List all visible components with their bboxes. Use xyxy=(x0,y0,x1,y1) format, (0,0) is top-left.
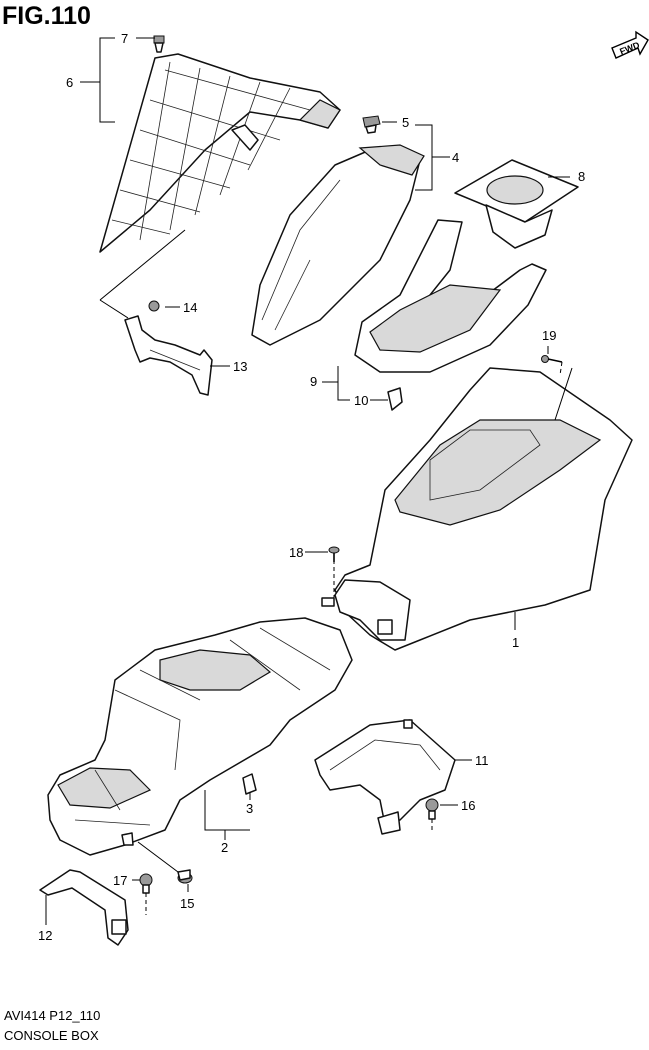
figure-code: AVI414 P12_110 xyxy=(4,1008,101,1023)
callout-16: 16 xyxy=(461,798,475,813)
callout-numbers: 1 2 3 4 5 6 7 8 9 10 11 12 13 14 15 16 1… xyxy=(38,31,585,943)
part-11-bracket xyxy=(314,719,456,835)
fwd-label: FWD xyxy=(618,40,641,57)
part-10-clip xyxy=(387,387,403,411)
callout-4: 4 xyxy=(452,150,459,165)
callout-17: 17 xyxy=(113,873,127,888)
part-13-bracket xyxy=(124,315,213,396)
part-19-screw xyxy=(541,355,563,363)
callout-7: 7 xyxy=(121,31,128,46)
part-1-console-body xyxy=(321,367,633,651)
callout-9: 9 xyxy=(310,374,317,389)
callout-6: 6 xyxy=(66,75,73,90)
callout-18: 18 xyxy=(289,545,303,560)
callout-5: 5 xyxy=(402,115,409,130)
part-5-clip xyxy=(362,115,381,134)
callout-1: 1 xyxy=(512,635,519,650)
fwd-arrow-icon: FWD xyxy=(611,30,649,59)
part-7-clip xyxy=(153,35,165,53)
part-8-cup-holder xyxy=(454,159,579,249)
part-18-clip xyxy=(328,546,340,562)
part-6-side-panel xyxy=(99,53,341,253)
part-3-clip xyxy=(242,773,257,795)
part-15-nut xyxy=(177,869,193,884)
callout-13: 13 xyxy=(233,359,247,374)
callout-2: 2 xyxy=(221,840,228,855)
part-9-bezel xyxy=(354,219,547,373)
part-2-rear-console xyxy=(47,617,353,856)
figure-title: FIG.110 xyxy=(2,2,91,30)
part-17-bolt xyxy=(139,873,153,894)
callout-11: 11 xyxy=(475,753,489,768)
part-16-bolt xyxy=(425,798,439,820)
callout-14: 14 xyxy=(183,300,197,315)
callout-10: 10 xyxy=(354,393,368,408)
part-14-nut xyxy=(148,300,160,312)
part-4-rear-trim xyxy=(251,144,425,346)
callout-8: 8 xyxy=(578,169,585,184)
callout-19: 19 xyxy=(542,328,556,343)
callout-15: 15 xyxy=(180,896,194,911)
figure-name: CONSOLE BOX xyxy=(4,1028,99,1043)
callout-3: 3 xyxy=(246,801,253,816)
part-12-bracket xyxy=(39,869,129,946)
callout-12: 12 xyxy=(38,928,52,943)
leader-lines xyxy=(45,37,573,925)
